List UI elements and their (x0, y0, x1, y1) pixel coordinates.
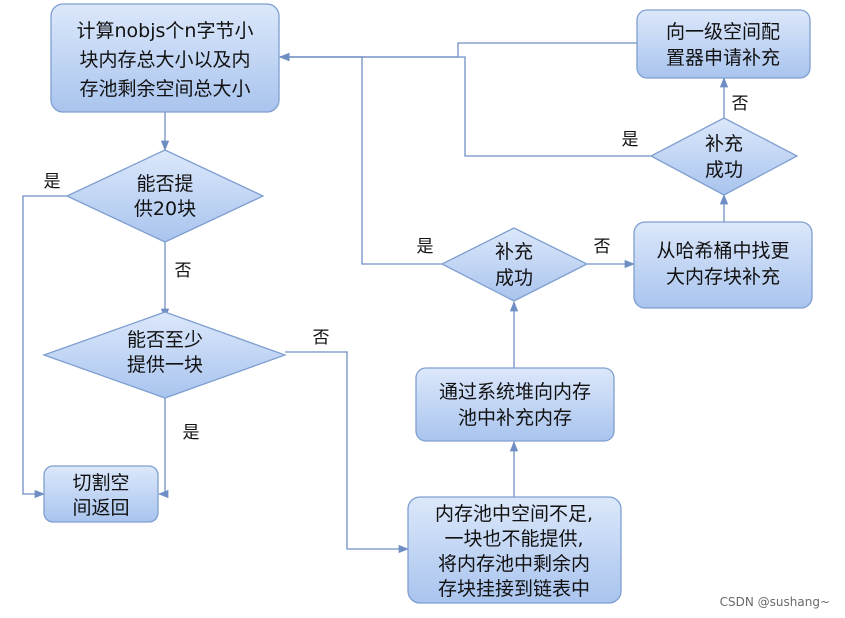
node-pool-insufficient-line-2: 一块也不能提供, (444, 528, 583, 550)
node-heap-refill-line-2: 池中补充内存 (458, 407, 572, 429)
decision-refill-success-1-line-2: 成功 (495, 267, 533, 289)
node-calc-line-3: 存池剩余空间总大小 (79, 78, 250, 100)
node-level1-allocator-line-1: 向一级空间配 (666, 21, 780, 43)
node-hash-bucket-line-1: 从哈希桶中找更 (656, 240, 789, 262)
node-hash-bucket-line-2: 大内存块补充 (666, 266, 780, 288)
node-calc-line-2: 块内存总大小以及内 (79, 49, 250, 71)
edge-check1-yes (278, 52, 442, 265)
node-hash-bucket-refill: 从哈希桶中找更 大内存块补充 (633, 221, 813, 309)
edge-check2-yes (278, 52, 651, 157)
node-pool-insufficient-line-3: 将内存池中剩余内 (438, 553, 590, 575)
decision-can-provide-one: 能否至少 提供一块 (42, 311, 287, 399)
node-level1-allocator-line-2: 置器申请补充 (666, 47, 780, 69)
node-level1-allocator: 向一级空间配 置器申请补充 (636, 9, 811, 79)
label-check1-no: 否 (594, 237, 611, 257)
label-provide-one-no: 否 (313, 328, 330, 348)
node-calc-total-size: 计算nobjs个n字节小 块内存总大小以及内 存池剩余空间总大小 (50, 3, 280, 113)
decision-can-provide-one-line-1: 能否至少 (127, 329, 203, 351)
label-provide-one-yes: 是 (183, 423, 200, 443)
decision-can-provide-20: 能否提 供20块 (65, 149, 265, 243)
node-split-return: 切割空 间返回 (43, 465, 159, 523)
node-pool-insufficient-line-4: 存块挂接到链表中 (438, 578, 590, 600)
decision-refill-success-2-line-1: 补充 (705, 133, 743, 155)
label-provide20-yes: 是 (44, 172, 61, 192)
label-check2-no: 否 (732, 94, 749, 114)
node-heap-refill: 通过系统堆向内存 池中补充内存 (415, 367, 615, 442)
decision-can-provide-one-line-2: 提供一块 (127, 354, 203, 376)
label-check2-yes: 是 (622, 130, 639, 150)
node-pool-insufficient-line-1: 内存池中空间不足, (435, 503, 593, 525)
node-split-return-line-1: 切割空 (72, 472, 129, 494)
decision-refill-success-2-line-2: 成功 (705, 159, 743, 181)
edge-level1-to-calc (278, 42, 637, 62)
edge-provide20-yes (22, 195, 68, 499)
node-heap-refill-line-1: 通过系统堆向内存 (439, 381, 591, 403)
node-calc-line-1: 计算nobjs个n字节小 (77, 20, 254, 42)
decision-can-provide-20-line-2: 供20块 (134, 198, 196, 220)
node-split-return-line-2: 间返回 (72, 497, 129, 519)
decision-refill-success-2: 补充 成功 (649, 117, 799, 196)
edge-provide-one-yes (157, 398, 169, 499)
watermark: CSDN @sushang~ (720, 595, 830, 609)
decision-refill-success-1-line-1: 补充 (495, 241, 533, 263)
decision-refill-success-1: 补充 成功 (440, 227, 589, 302)
node-pool-insufficient: 内存池中空间不足, 一块也不能提供, 将内存池中剩余内 存块挂接到链表中 (407, 496, 622, 604)
edge-provide-one-no (285, 351, 410, 554)
decision-can-provide-20-line-1: 能否提 (136, 173, 193, 195)
label-check1-yes: 是 (417, 237, 434, 257)
label-provide20-no: 否 (175, 261, 192, 281)
